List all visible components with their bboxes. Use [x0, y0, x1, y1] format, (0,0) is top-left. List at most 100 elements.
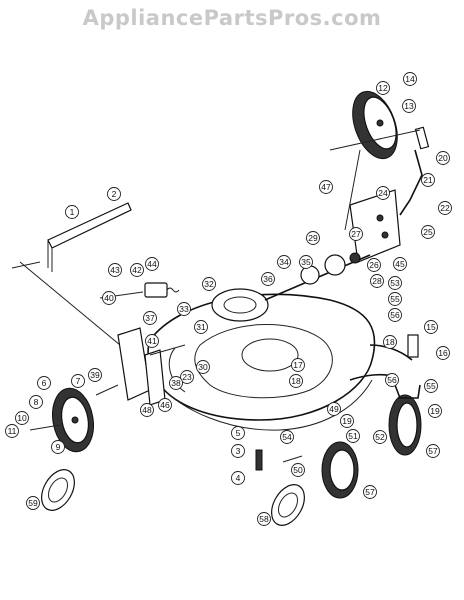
callout-18b: 18: [383, 335, 397, 349]
callout-23: 23: [180, 370, 194, 384]
svg-text:8: 8: [34, 397, 39, 407]
callout-7: 7: [71, 374, 85, 388]
svg-text:3: 3: [236, 446, 241, 456]
callout-55a: 55: [388, 292, 402, 306]
svg-text:6: 6: [42, 378, 47, 388]
svg-text:55: 55: [426, 381, 436, 391]
svg-text:12: 12: [378, 83, 388, 93]
svg-text:14: 14: [405, 74, 415, 84]
callout-17: 17: [291, 358, 305, 372]
svg-text:58: 58: [259, 514, 269, 524]
callout-4: 4: [231, 471, 245, 485]
callout-6: 6: [37, 376, 51, 390]
callout-15: 15: [424, 320, 438, 334]
callout-25: 25: [421, 225, 435, 239]
svg-text:52: 52: [375, 432, 385, 442]
axle-gear: [264, 252, 371, 301]
svg-text:21: 21: [423, 175, 433, 185]
svg-text:18: 18: [291, 376, 301, 386]
callout-59: 59: [26, 496, 40, 510]
callout-46: 46: [158, 398, 172, 412]
callout-20: 20: [436, 151, 450, 165]
svg-text:1: 1: [70, 207, 75, 217]
svg-text:26: 26: [369, 260, 379, 270]
assembly-lines: [29, 129, 421, 431]
svg-text:2: 2: [112, 189, 117, 199]
svg-text:34: 34: [279, 257, 289, 267]
front-wheel-right: [388, 384, 422, 456]
svg-text:50: 50: [293, 465, 303, 475]
callout-26: 26: [367, 258, 381, 272]
svg-text:25: 25: [423, 227, 433, 237]
svg-text:10: 10: [17, 413, 27, 423]
callout-57b: 57: [426, 444, 440, 458]
hubcap-left: [41, 469, 75, 511]
callout-19b: 19: [428, 404, 442, 418]
svg-text:35: 35: [301, 257, 311, 267]
svg-text:18: 18: [385, 337, 395, 347]
svg-text:32: 32: [204, 279, 214, 289]
svg-text:17: 17: [293, 360, 303, 370]
callout-48: 48: [140, 403, 154, 417]
callout-57a: 57: [363, 485, 377, 499]
svg-text:9: 9: [56, 442, 61, 452]
svg-text:57: 57: [428, 446, 438, 456]
rear-wheel-top: [352, 90, 398, 160]
svg-text:11: 11: [8, 426, 17, 436]
svg-text:44: 44: [147, 259, 157, 269]
callout-16: 16: [436, 346, 450, 360]
svg-text:41: 41: [147, 336, 157, 346]
callout-5: 5: [231, 426, 245, 440]
svg-text:30: 30: [198, 362, 208, 372]
svg-text:57: 57: [365, 487, 375, 497]
callout-54: 54: [280, 430, 294, 444]
svg-text:47: 47: [321, 182, 331, 192]
svg-text:46: 46: [160, 400, 170, 410]
callout-18a: 18: [289, 374, 303, 388]
callout-56a: 56: [388, 308, 402, 322]
callout-3: 3: [231, 444, 245, 458]
callout-55b: 55: [424, 379, 438, 393]
callout-19a: 19: [340, 414, 354, 428]
callout-14: 14: [403, 72, 417, 86]
left-bracket: [117, 327, 186, 406]
svg-text:59: 59: [28, 498, 38, 508]
callout-56b: 56: [385, 373, 399, 387]
callout-58: 58: [257, 512, 271, 526]
callout-22: 22: [438, 201, 452, 215]
callout-10: 10: [15, 411, 29, 425]
svg-text:56: 56: [390, 310, 400, 320]
callout-45: 45: [393, 257, 407, 271]
callout-8: 8: [29, 395, 43, 409]
svg-text:43: 43: [110, 265, 120, 275]
callout-30: 30: [196, 360, 210, 374]
callout-1: 1: [65, 205, 79, 219]
svg-text:19: 19: [430, 406, 440, 416]
callout-51: 51: [346, 429, 360, 443]
svg-text:28: 28: [372, 276, 382, 286]
svg-text:22: 22: [440, 203, 450, 213]
callout-28: 28: [370, 274, 384, 288]
callout-27: 27: [349, 227, 363, 241]
callout-12: 12: [376, 81, 390, 95]
callout-35: 35: [299, 255, 313, 269]
svg-text:33: 33: [179, 304, 189, 314]
callout-9: 9: [51, 440, 65, 454]
svg-text:27: 27: [351, 229, 361, 239]
svg-text:5: 5: [236, 428, 241, 438]
callout-49: 49: [327, 402, 341, 416]
svg-text:45: 45: [395, 259, 405, 269]
callout-52: 52: [373, 430, 387, 444]
svg-text:56: 56: [387, 375, 397, 385]
svg-text:38: 38: [171, 378, 181, 388]
callout-29: 29: [306, 231, 320, 245]
front-wheel-center: [321, 441, 359, 499]
callout-41: 41: [145, 334, 159, 348]
svg-text:7: 7: [76, 376, 81, 386]
callout-42: 42: [130, 263, 144, 277]
callout-44: 44: [145, 257, 159, 271]
svg-text:39: 39: [90, 370, 100, 380]
svg-text:55: 55: [390, 294, 400, 304]
svg-text:53: 53: [390, 278, 400, 288]
